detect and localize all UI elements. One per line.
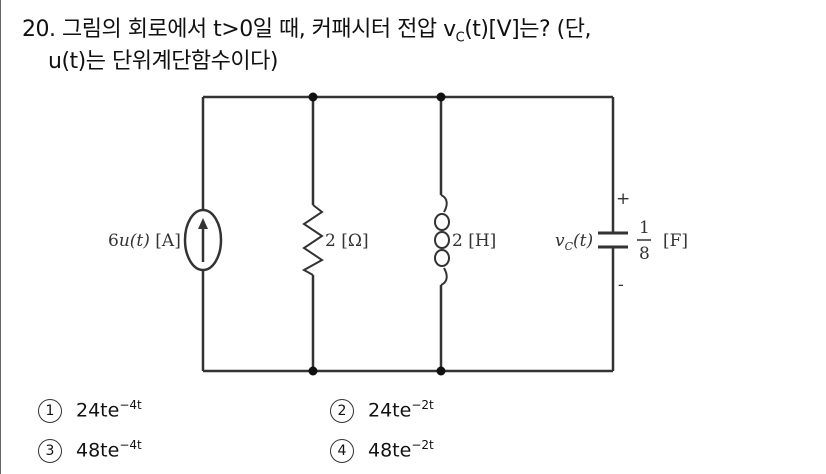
- source-label: 6u(t) [A]: [108, 231, 181, 251]
- option-text: 24te: [76, 399, 120, 422]
- question-line-2: u(t)는 단위계단함수이다): [48, 49, 278, 74]
- capacitor-voltage-label: vC(t): [555, 231, 593, 253]
- capacitor-denominator: 8: [639, 244, 650, 264]
- capacitor-plates: [598, 231, 628, 249]
- option-text: 24te: [368, 399, 412, 422]
- option-text: 48te: [368, 439, 412, 462]
- minus-sign: -: [618, 275, 624, 295]
- left-border: [0, 0, 1, 474]
- resistor-label: 2 [Ω]: [325, 231, 369, 251]
- node-dot: [436, 366, 446, 376]
- resistor-zigzag: [301, 204, 324, 276]
- question-number: 20.: [22, 17, 56, 42]
- question-text: 그림의 회로에서 t>0일 때, 커패시터 전압 v: [62, 17, 456, 42]
- current-source-circle: [183, 208, 223, 272]
- option-2[interactable]: 2 24te−2t: [330, 398, 434, 423]
- arrow-head: [198, 218, 208, 229]
- capacitor-numerator: 1: [639, 218, 650, 238]
- option-3[interactable]: 3 48te−4t: [38, 438, 142, 463]
- option-1[interactable]: 1 24te−4t: [38, 398, 142, 423]
- node-dot: [436, 92, 446, 102]
- option-exponent: −4t: [119, 438, 142, 452]
- option-number: 1: [38, 398, 62, 423]
- node-dot: [308, 366, 318, 376]
- option-4[interactable]: 4 48te−2t: [330, 438, 434, 463]
- option-exponent: −2t: [411, 438, 434, 452]
- node-dot: [308, 92, 318, 102]
- option-exponent: −4t: [119, 398, 142, 412]
- inductor-label: 2 [H]: [452, 231, 496, 251]
- option-number: 3: [38, 438, 62, 463]
- question-line-1: 20. 그림의 회로에서 t>0일 때, 커패시터 전압 vC(t)[V]는? …: [22, 14, 591, 54]
- option-number: 4: [330, 438, 354, 463]
- option-number: 2: [330, 398, 354, 423]
- plus-sign: +: [616, 189, 630, 209]
- inductor-coil: [440, 194, 448, 286]
- option-text: 48te: [76, 439, 120, 462]
- option-exponent: −2t: [411, 398, 434, 412]
- question-text-cont: (t)[V]는? (단,: [464, 17, 591, 42]
- capacitor-unit: [F]: [663, 231, 688, 251]
- subscript: C: [455, 30, 465, 46]
